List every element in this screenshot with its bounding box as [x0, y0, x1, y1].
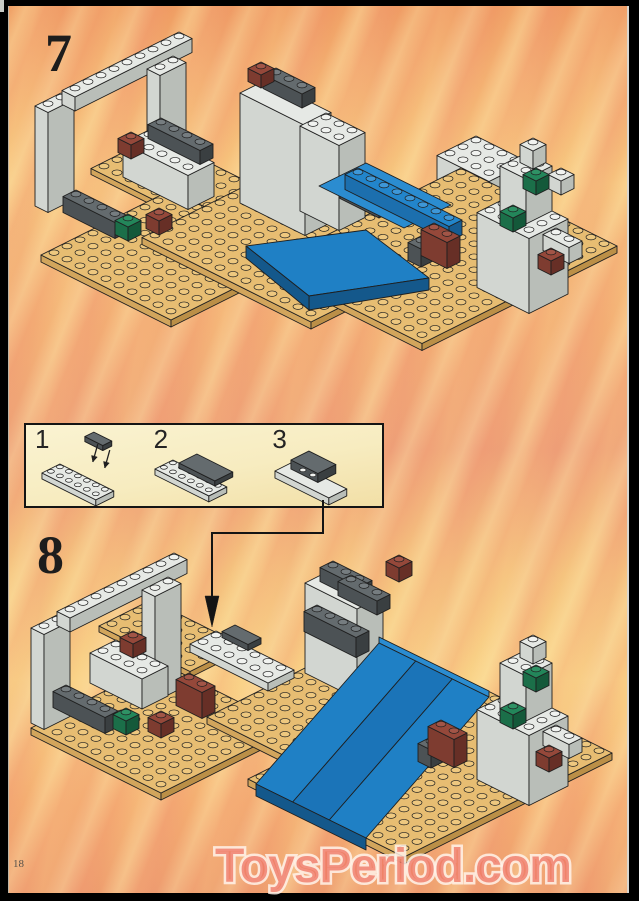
part-cell-2: 2 — [145, 425, 264, 506]
step-7-assembly-diagram — [34, 31, 618, 351]
part-cell-1: 1 — [26, 425, 145, 506]
part-3-number: 3 — [272, 424, 287, 454]
part-1-diagram — [41, 431, 115, 506]
part-cell-3: 3 — [263, 425, 382, 506]
step-8-number: 8 — [37, 525, 64, 585]
step-7-number: 7 — [45, 23, 72, 83]
part-3-diagram — [274, 450, 348, 506]
scan-corner-artifact — [0, 0, 4, 12]
part-2-number: 2 — [153, 424, 169, 454]
part-2-diagram — [154, 453, 233, 503]
parts-callout-box: 1 2 3 — [24, 423, 384, 508]
part-1-number: 1 — [35, 424, 50, 454]
page-background: 7 1 2 3 8 18 — [8, 6, 629, 893]
watermark: ToysPeriod.com — [213, 838, 575, 896]
page-number: 18 — [13, 858, 24, 870]
watermark-text: ToysPeriod.com — [215, 840, 571, 893]
step-8-assembly-diagram — [30, 552, 613, 865]
